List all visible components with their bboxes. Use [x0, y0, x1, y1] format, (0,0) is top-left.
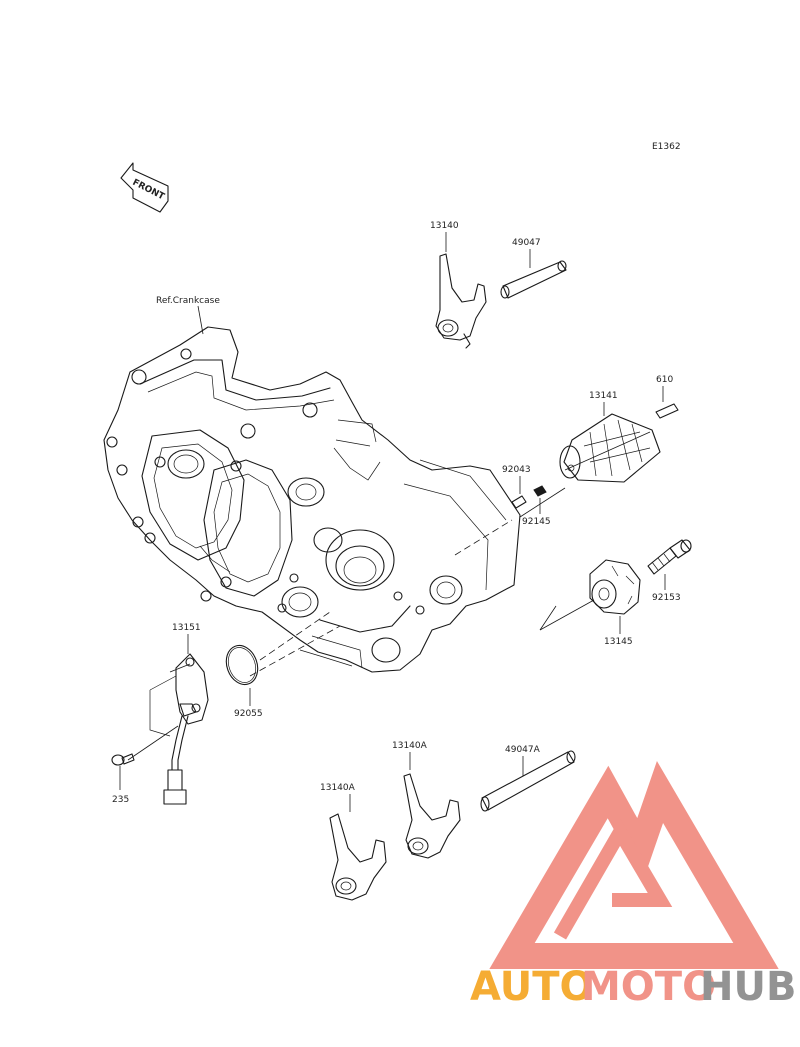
front-arrow-icon: FRONT [120, 162, 169, 213]
ref-crankcase-label: Ref.Crankcase [156, 296, 220, 306]
gear-position-sensor-13151 [149, 653, 209, 805]
watermark-moto: MOTO [581, 964, 716, 1010]
o-ring-92055 [225, 644, 259, 686]
bolt-92153 [647, 539, 692, 575]
shaft-49047A [480, 750, 576, 812]
part-label-13140A-right: 13140A [392, 741, 428, 751]
assembly-line [519, 487, 566, 518]
part-label-610: 610 [656, 375, 673, 385]
watermark-logo: AUTO MOTO HUB [470, 761, 796, 1010]
part-label-13140A-left: 13140A [320, 783, 356, 793]
part-label-49047: 49047 [512, 238, 541, 248]
shift-fork-13140A-left [329, 813, 387, 901]
assembly-line [249, 625, 341, 677]
crankcase-drawing [103, 326, 521, 673]
part-label-92153: 92153 [652, 593, 681, 603]
part-label-235: 235 [112, 795, 129, 805]
assembly-line [454, 519, 513, 556]
shift-fork-13140 [435, 253, 487, 349]
shift-drum-13141 [559, 413, 661, 483]
part-label-13151: 13151 [172, 623, 201, 633]
watermark-auto: AUTO [470, 964, 594, 1010]
part-label-92145: 92145 [522, 517, 551, 527]
pin-610 [655, 403, 679, 419]
part-label-92055: 92055 [234, 709, 263, 719]
diagram-code: E1362 [652, 142, 681, 152]
shift-fork-13140A-right [403, 773, 461, 859]
spring-92145 [533, 485, 547, 497]
shaft-49047 [500, 260, 567, 299]
assembly-line [127, 725, 179, 761]
assembly-line [259, 611, 331, 661]
part-label-92043: 92043 [502, 465, 531, 475]
part-label-13145: 13145 [604, 637, 633, 647]
shift-cam-13145 [589, 559, 641, 615]
part-label-13140: 13140 [430, 221, 459, 231]
part-label-49047A: 49047A [505, 745, 541, 755]
pin-92043 [511, 495, 527, 509]
screw-235 [111, 753, 135, 766]
front-label: FRONT [131, 178, 167, 203]
assembly-line [169, 663, 191, 673]
watermark-hub: HUB [700, 964, 796, 1010]
part-label-13141: 13141 [589, 391, 618, 401]
